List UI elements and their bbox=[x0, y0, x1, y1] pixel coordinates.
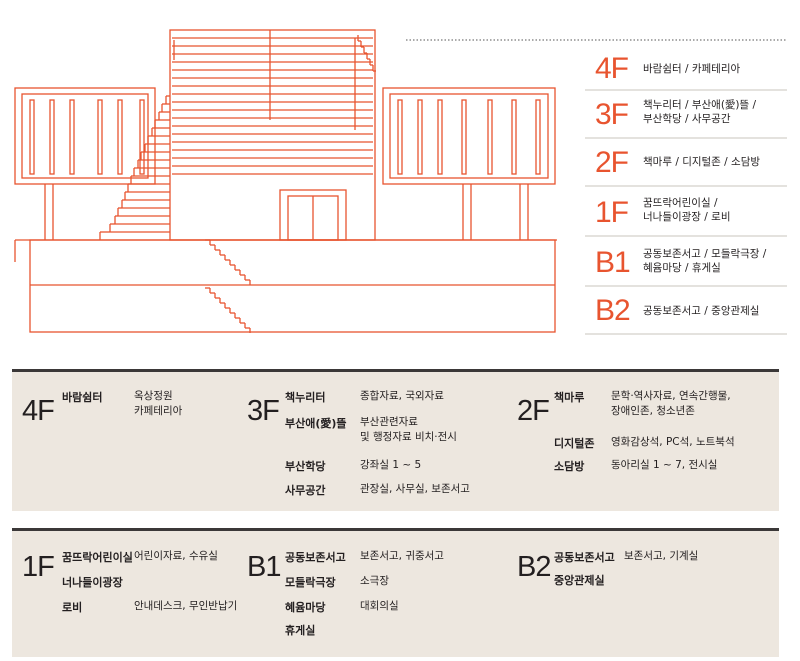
info-panel-lower-floors: 1F 꿈뜨락어린이실 어린이자료, 수유실 너나들이광장 로비 안내데스크, 무… bbox=[12, 528, 779, 657]
window-bar bbox=[487, 99, 493, 175]
floor-legend-1f: 1F 꿈뜨락어린이실 / 너나들이광장 / 로비 bbox=[585, 188, 787, 234]
room-description: 강좌실 1 ~ 5 bbox=[360, 459, 422, 471]
room-description: 안내데스크, 무인반납기 bbox=[134, 600, 238, 612]
room-name: 책누리터 bbox=[285, 391, 326, 404]
room-name: 공동보존서고 bbox=[554, 551, 615, 564]
floor-number: 3F bbox=[595, 98, 629, 131]
floor-number: 2F bbox=[595, 146, 629, 179]
room-description: 소극장 bbox=[360, 575, 389, 587]
floor-description: 공동보존서고 / 중앙관제실 bbox=[643, 305, 760, 317]
window-bar bbox=[117, 99, 123, 175]
central-tower bbox=[169, 29, 376, 241]
room-name: 소담방 bbox=[554, 460, 585, 473]
panel-floor-number: B1 bbox=[247, 551, 281, 583]
window-bar bbox=[461, 99, 467, 175]
floor-legend-b2: B2 공동보존서고 / 중앙관제실 bbox=[585, 288, 787, 334]
window-bar bbox=[535, 99, 541, 175]
room-description: 보존서고, 귀중서고 bbox=[360, 550, 444, 562]
room-name: 공동보존서고 bbox=[285, 551, 346, 564]
panel-floor-number: B2 bbox=[517, 551, 551, 583]
floor-description: 책마루 / 디지털존 / 소담방 bbox=[643, 156, 761, 168]
building-outline bbox=[14, 29, 557, 333]
floor-number: B2 bbox=[595, 294, 631, 327]
room-description: 동아리실 1 ~ 7, 전시실 bbox=[611, 459, 718, 471]
right-wing-inner bbox=[389, 93, 549, 179]
window-bar bbox=[511, 99, 517, 175]
floor-legend-b1: B1 공동보존서고 / 모들락극장 / 혜윰마당 / 휴게실 bbox=[585, 238, 787, 286]
floor-legend-lines bbox=[406, 39, 787, 335]
room-description: 부산관련자료 및 행정자료 비치·전시 bbox=[360, 416, 457, 443]
panel-floor-number: 2F bbox=[517, 395, 550, 427]
room-name: 디지털존 bbox=[554, 437, 595, 450]
room-name: 부산학당 bbox=[285, 460, 326, 473]
room-name: 부산애(愛)뜰 bbox=[285, 417, 347, 430]
floor-description: 바람쉼터 / 카페테리아 bbox=[643, 63, 741, 75]
room-name: 너나들이광장 bbox=[62, 576, 123, 589]
room-description: 영화감상석, PC석, 노트북석 bbox=[611, 436, 735, 448]
floor-description: 책누리터 / 부산애(愛)뜰 / 부산학당 / 사무공간 bbox=[643, 99, 757, 125]
room-name: 꿈뜨락어린이실 bbox=[62, 551, 133, 564]
info-panel-upper-floors: 4F 바람쉼터 옥상정원 카페테리아 3F 책누리터 종합자료, 국외자료 부산… bbox=[12, 369, 779, 511]
left-wing-inner bbox=[21, 93, 149, 179]
room-name: 모들락극장 bbox=[285, 576, 336, 589]
basement-block bbox=[29, 239, 556, 333]
floor-number: 4F bbox=[595, 52, 629, 85]
building-elevation-diagram bbox=[14, 29, 787, 335]
panel-floor-number: 3F bbox=[247, 395, 280, 427]
right-wing bbox=[382, 87, 556, 185]
room-name: 혜윰마당 bbox=[285, 601, 326, 614]
window-bar bbox=[49, 99, 55, 175]
room-description: 어린이자료, 수유실 bbox=[134, 550, 218, 562]
room-description: 관장실, 사무실, 보존서고 bbox=[360, 483, 470, 495]
room-name: 책마루 bbox=[554, 391, 585, 404]
floor-legend-4f: 4F 바람쉼터 / 카페테리아 bbox=[585, 42, 787, 92]
floor-number: 1F bbox=[595, 196, 629, 229]
room-name: 로비 bbox=[62, 601, 83, 614]
room-name: 중앙관제실 bbox=[554, 574, 605, 587]
floor-description: 꿈뜨락어린이실 / 너나들이광장 / 로비 bbox=[643, 197, 731, 223]
floor-legend-2f: 2F 책마루 / 디지털존 / 소담방 bbox=[585, 140, 787, 186]
floor-description: 공동보존서고 / 모들락극장 / 혜윰마당 / 휴게실 bbox=[643, 248, 767, 274]
room-description: 대회의실 bbox=[360, 600, 399, 612]
panel-floor-number: 4F bbox=[22, 395, 55, 427]
floor-legend-3f: 3F 책누리터 / 부산애(愛)뜰 / 부산학당 / 사무공간 bbox=[585, 92, 787, 138]
floor-number: B1 bbox=[595, 246, 631, 279]
window-bar bbox=[69, 99, 75, 175]
room-name: 휴게실 bbox=[285, 624, 316, 637]
room-name: 사무공간 bbox=[285, 484, 326, 497]
window-bar bbox=[397, 99, 403, 175]
window-bar bbox=[417, 99, 423, 175]
room-name: 바람쉼터 bbox=[62, 391, 103, 404]
room-description: 보존서고, 기계실 bbox=[624, 550, 699, 562]
window-bar bbox=[139, 99, 145, 175]
window-bar bbox=[29, 99, 35, 175]
window-bar bbox=[97, 99, 103, 175]
window-bar bbox=[437, 99, 443, 175]
room-description: 종합자료, 국외자료 bbox=[360, 390, 444, 402]
room-description: 옥상정원 카페테리아 bbox=[134, 390, 183, 417]
panel-floor-number: 1F bbox=[22, 551, 55, 583]
room-description: 문학·역사자료, 연속간행물, 장애인존, 청소년존 bbox=[611, 390, 731, 417]
